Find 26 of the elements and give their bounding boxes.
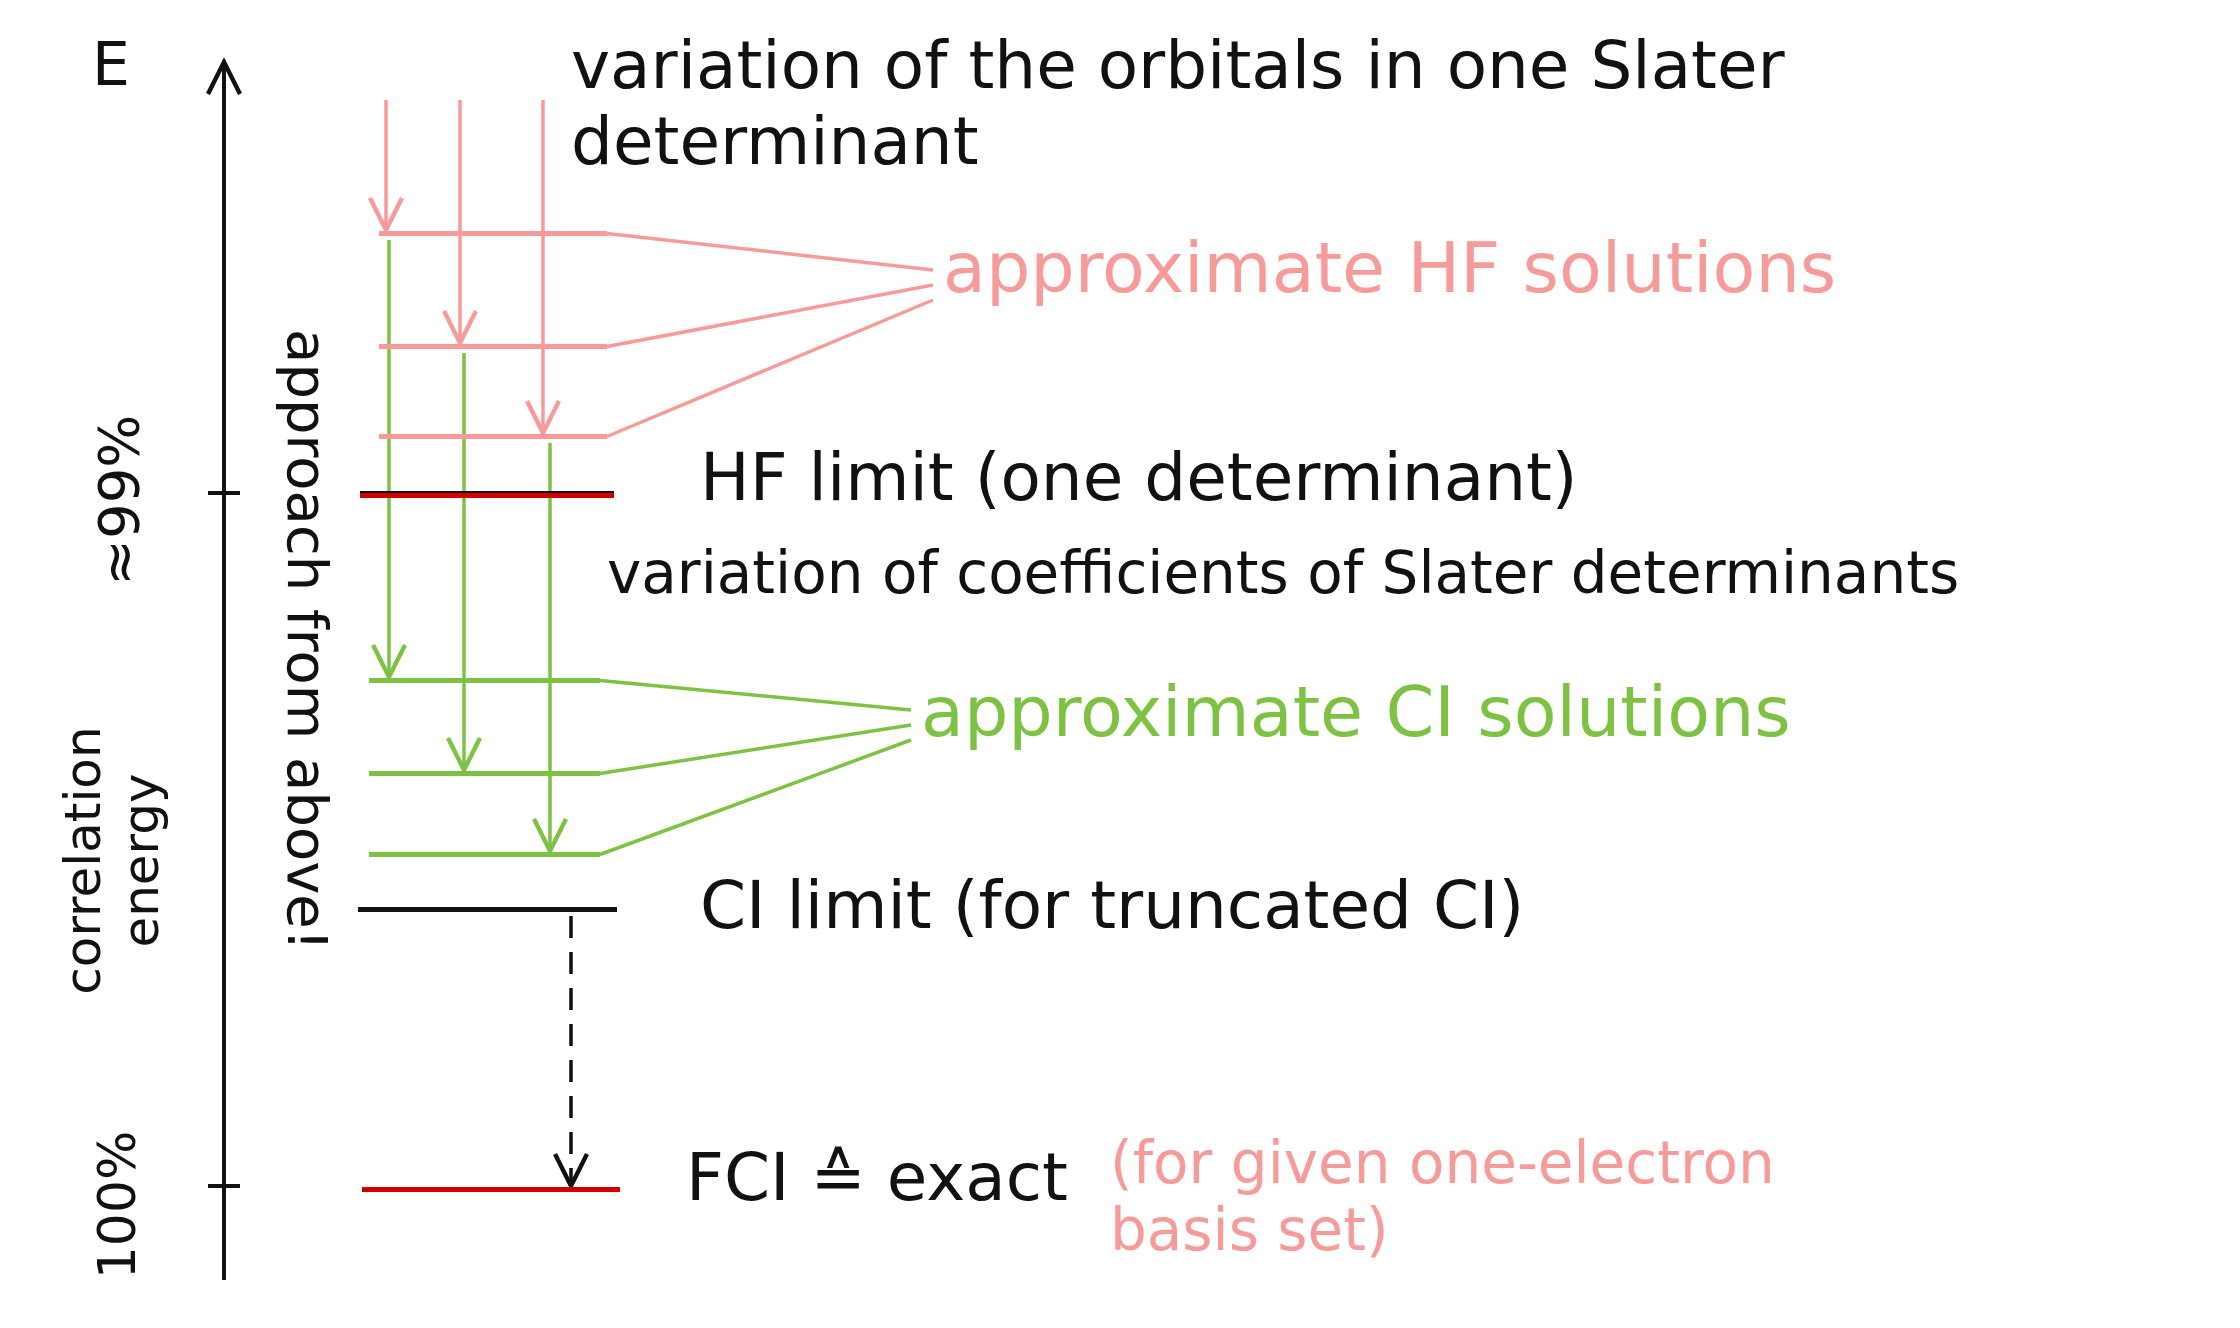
level-caption: HF limit (one determinant) — [700, 440, 1578, 516]
solutions-label: approximate HF solutions — [943, 228, 1837, 309]
leader-line — [599, 678, 912, 712]
leader-line — [606, 298, 934, 439]
arrow — [552, 916, 590, 1189]
annotation-text: correlation energy — [54, 724, 170, 997]
arrow — [445, 353, 483, 773]
arrow — [367, 100, 405, 233]
leader-line — [606, 231, 934, 272]
arrow — [524, 100, 562, 436]
annotation-text: variation of the orbitals in one Slater determinant — [571, 28, 1786, 180]
arrow — [441, 100, 479, 346]
solutions-label: approximate CI solutions — [921, 672, 1791, 753]
percentage-label: ≈99% — [86, 414, 151, 586]
level-caption: CI limit (for truncated CI) — [700, 868, 1525, 944]
level-caption: (for given one-electron basis set) — [1110, 1130, 1776, 1264]
annotation-text: approach from above! — [274, 329, 340, 952]
arrow — [370, 240, 408, 680]
level-caption: FCI ≙ exact — [686, 1140, 1068, 1216]
leader-line — [606, 283, 934, 349]
percentage-label: 100% — [87, 1130, 148, 1280]
axis-label: E — [92, 30, 130, 99]
leader-line — [599, 723, 912, 776]
annotation-text: variation of coefficients of Slater determinants — [607, 540, 1960, 607]
arrow — [531, 443, 569, 854]
leader-line — [599, 738, 912, 857]
